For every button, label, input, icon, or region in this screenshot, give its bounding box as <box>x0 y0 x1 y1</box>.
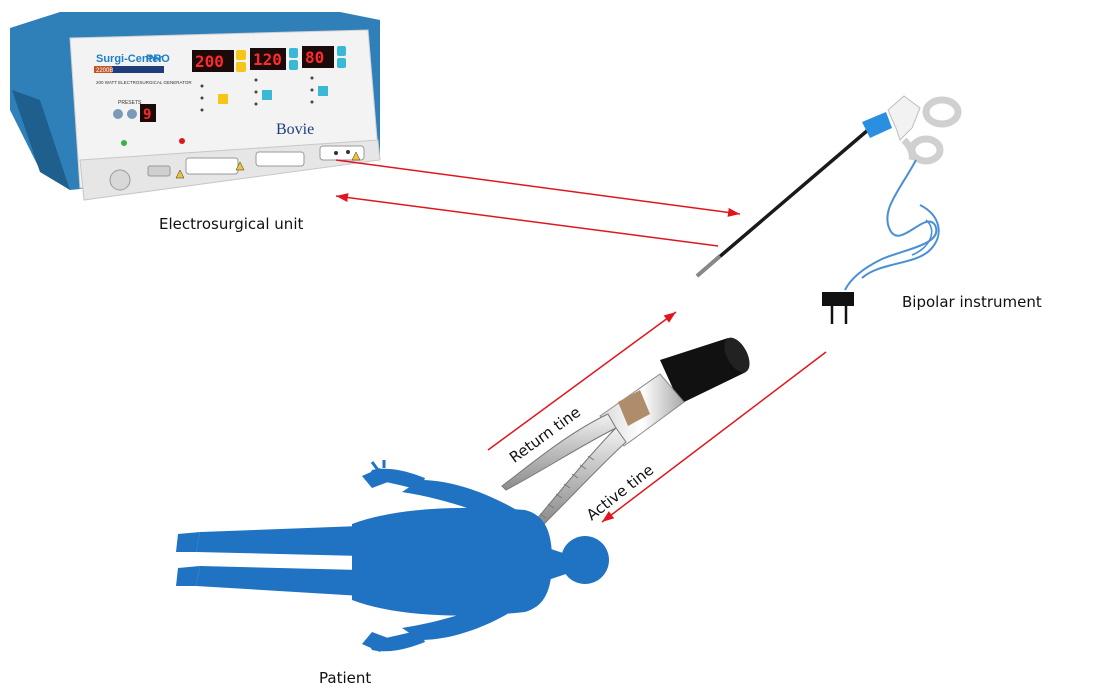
alarm-light <box>179 138 185 144</box>
instrument-rotation-knob <box>862 112 892 138</box>
power-switch <box>109 169 131 191</box>
monopolar-1-socket <box>185 157 239 175</box>
arrow-return-tine <box>487 311 677 451</box>
electrosurgical-unit: Surgi-Center PRO 2200B 200 WATT ELECTROS… <box>10 12 381 201</box>
label-electrosurgical-unit: Electrosurgical unit <box>159 215 304 233</box>
power-light <box>121 140 127 146</box>
display-2-value: 120 <box>253 50 282 69</box>
bovie-logo: Bovie <box>276 121 314 138</box>
arrow-instrument-to-esu <box>335 193 719 247</box>
brand-line2: PRO <box>146 53 170 65</box>
finger-ring-lower <box>908 135 944 165</box>
presets-value: 9 <box>143 107 151 123</box>
presets-label: PRESETS <box>118 100 142 106</box>
patient-leg-lower <box>196 566 362 596</box>
return-tine <box>501 413 617 491</box>
patient-torso <box>352 507 552 616</box>
arrow-active-tine <box>601 351 827 523</box>
socket-row <box>109 145 365 191</box>
bipolar-instrument <box>695 95 962 324</box>
display-1 <box>192 50 234 72</box>
forceps-tip <box>501 337 750 525</box>
instrument-shaft <box>695 128 870 278</box>
patient-head <box>561 536 609 584</box>
display-2 <box>250 48 286 70</box>
instrument-handle <box>887 95 921 141</box>
monopolar-2-socket <box>255 151 305 167</box>
presets-display <box>140 104 156 122</box>
instrument-cable <box>844 159 938 291</box>
patient-silhouette <box>176 460 609 652</box>
forceps-shaft <box>660 338 746 404</box>
display-panel: 200 120 80 <box>192 46 346 72</box>
bipolar-connector <box>822 292 854 306</box>
label-bipolar-instrument: Bipolar instrument <box>902 293 1042 311</box>
brand-line1: Surgi-Center <box>96 53 163 65</box>
finger-ring-upper <box>922 96 962 128</box>
arrow-esu-to-instrument <box>335 159 741 217</box>
device-subtitle: 200 WATT ELECTROSURGICAL GENERATOR <box>96 80 192 85</box>
patient-leg-upper <box>196 526 362 556</box>
label-patient: Patient <box>319 669 372 687</box>
model-number: 2200B <box>96 68 113 74</box>
display-1-value: 200 <box>195 52 224 71</box>
display-3 <box>302 46 334 68</box>
current-flow-arrows <box>335 159 827 523</box>
bipolar-socket <box>319 145 365 161</box>
display-3-value: 80 <box>305 48 324 67</box>
